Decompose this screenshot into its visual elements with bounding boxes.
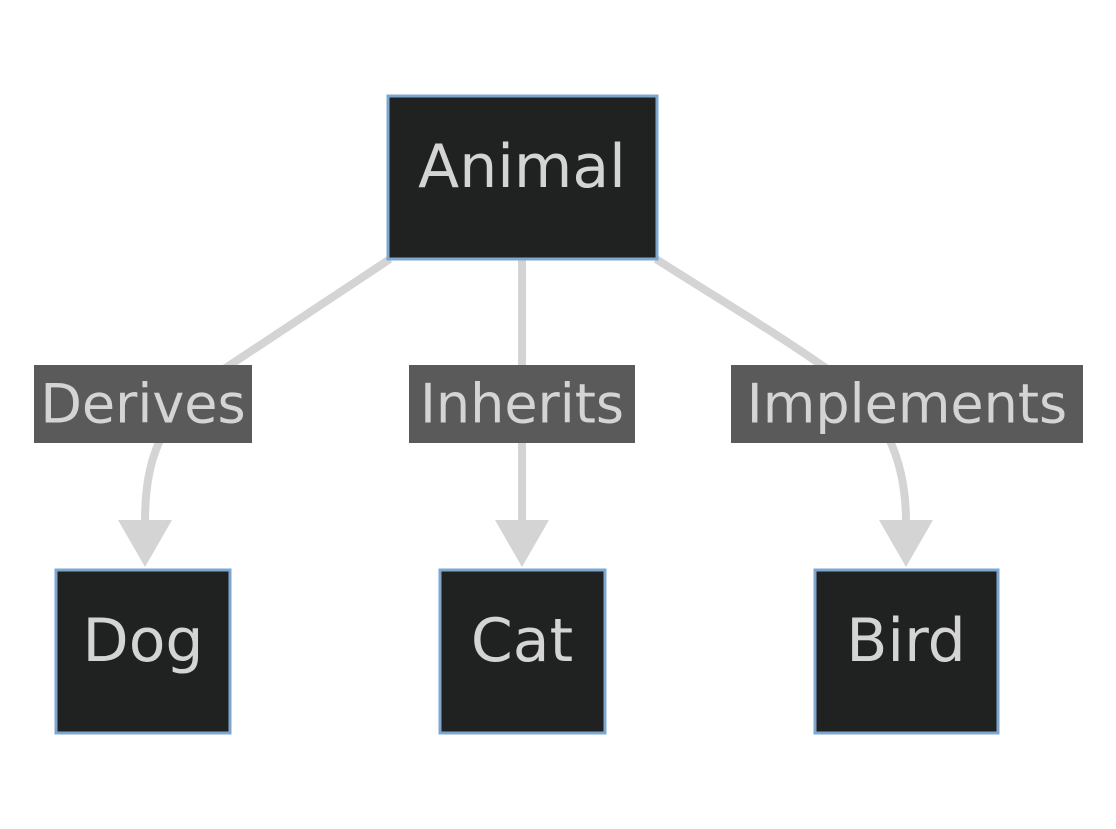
arrowhead-icon	[118, 520, 172, 567]
node-dog[interactable]: Dog	[54, 568, 232, 735]
edge-label-derives: Derives	[34, 365, 252, 443]
arrowhead-icon	[495, 520, 549, 567]
edge-label-implements: Implements	[731, 365, 1083, 443]
edge-label-inherits: Inherits	[409, 365, 635, 443]
edge-label-inherits-text: Inherits	[420, 373, 624, 436]
node-bird-label: Bird	[846, 606, 966, 676]
node-animal[interactable]: Animal	[386, 94, 659, 261]
edge-label-derives-text: Derives	[40, 373, 245, 436]
node-bird[interactable]: Bird	[813, 568, 1000, 735]
node-animal-label: Animal	[418, 132, 626, 202]
node-cat-label: Cat	[471, 606, 573, 676]
edge-label-implements-text: Implements	[747, 373, 1067, 436]
node-dog-label: Dog	[83, 606, 204, 676]
node-cat[interactable]: Cat	[438, 568, 607, 735]
arrowhead-icon	[879, 520, 933, 567]
